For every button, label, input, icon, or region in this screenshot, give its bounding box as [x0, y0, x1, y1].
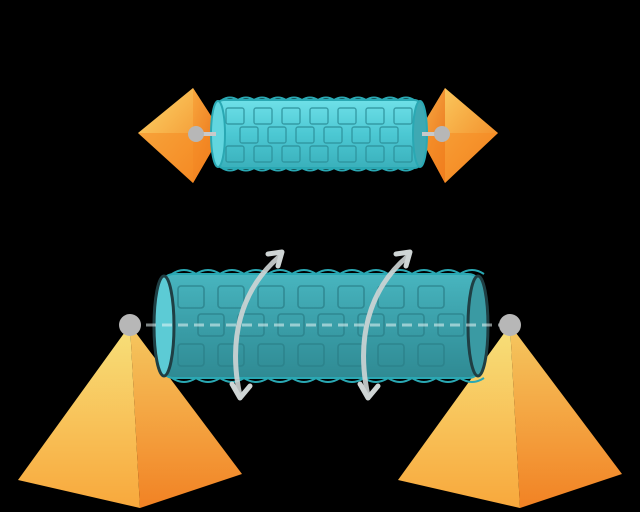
top-tube [210, 96, 428, 172]
top-left-anchor-dot [188, 126, 204, 142]
bottom-right-anchor-dot [499, 314, 521, 336]
top-right-anchor-dot [434, 126, 450, 142]
bottom-assembly [18, 249, 622, 508]
top-tube-lattice [225, 107, 413, 163]
rotation-arrow-right [357, 249, 413, 401]
bottom-left-anchor-dot [119, 314, 141, 336]
bottom-right-pyramid [398, 325, 622, 508]
rotation-arrow-left [229, 249, 285, 401]
bottom-tube-lattice [177, 285, 465, 367]
top-assembly [138, 88, 498, 183]
